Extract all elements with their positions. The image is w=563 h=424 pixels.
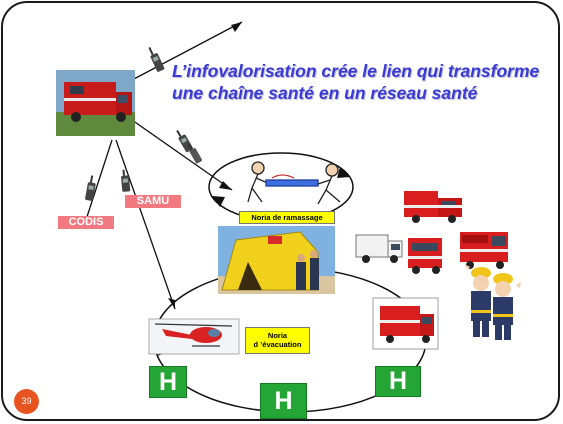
fire-truck-icon — [404, 191, 462, 223]
field-hospital-tent-photo — [218, 226, 335, 294]
arrowhead-top — [231, 22, 242, 32]
command-truck-photo — [56, 70, 135, 136]
title-line-1: L’infovalorisation crée le lien qui tran… — [172, 61, 540, 81]
link-line-right — [131, 119, 233, 191]
ambulance-icon — [355, 234, 403, 263]
title-line-2: une chaîne santé en un réseau santé — [172, 83, 478, 103]
noria-evacuation-label: Noria d ’évacuation — [245, 327, 310, 354]
samu-label: SAMU — [125, 195, 181, 208]
walkie-talkie-icon — [187, 143, 203, 164]
walkie-talkie-icon — [148, 47, 165, 72]
noria-evacuation-line-2: d ’évacuation — [253, 340, 302, 349]
helipad-icon: H — [260, 383, 307, 419]
cycle-arrow — [337, 167, 350, 178]
arrowhead-samu — [168, 298, 175, 309]
walkie-talkie-icon — [121, 169, 131, 192]
cycle-arrow — [212, 196, 225, 207]
helicopter-photo — [148, 318, 240, 355]
fire-truck-icon — [408, 238, 442, 274]
slide-title: L’infovalorisation crée le lien qui tran… — [172, 60, 552, 104]
ambulance-photo — [372, 297, 439, 350]
noria-evacuation-line-1: Noria — [267, 331, 288, 340]
link-line-top — [131, 21, 243, 81]
firefighters-clipart — [464, 264, 521, 340]
noria-ramassage-label: Noria de ramassage — [239, 211, 335, 224]
slide-number-badge: 39 — [14, 389, 39, 414]
helipad-icon: H — [149, 366, 187, 398]
link-line-samu — [115, 139, 176, 310]
walkie-talkie-icon — [85, 175, 96, 201]
codis-label: CODIS — [58, 216, 114, 229]
walkie-talkie-icon — [176, 129, 193, 153]
arrowhead-right — [219, 181, 232, 190]
fire-truck-icon — [460, 232, 508, 269]
stretcher-rescuers-clipart — [247, 161, 341, 205]
link-line-codis — [83, 139, 113, 227]
helipad-icon: H — [375, 366, 421, 397]
